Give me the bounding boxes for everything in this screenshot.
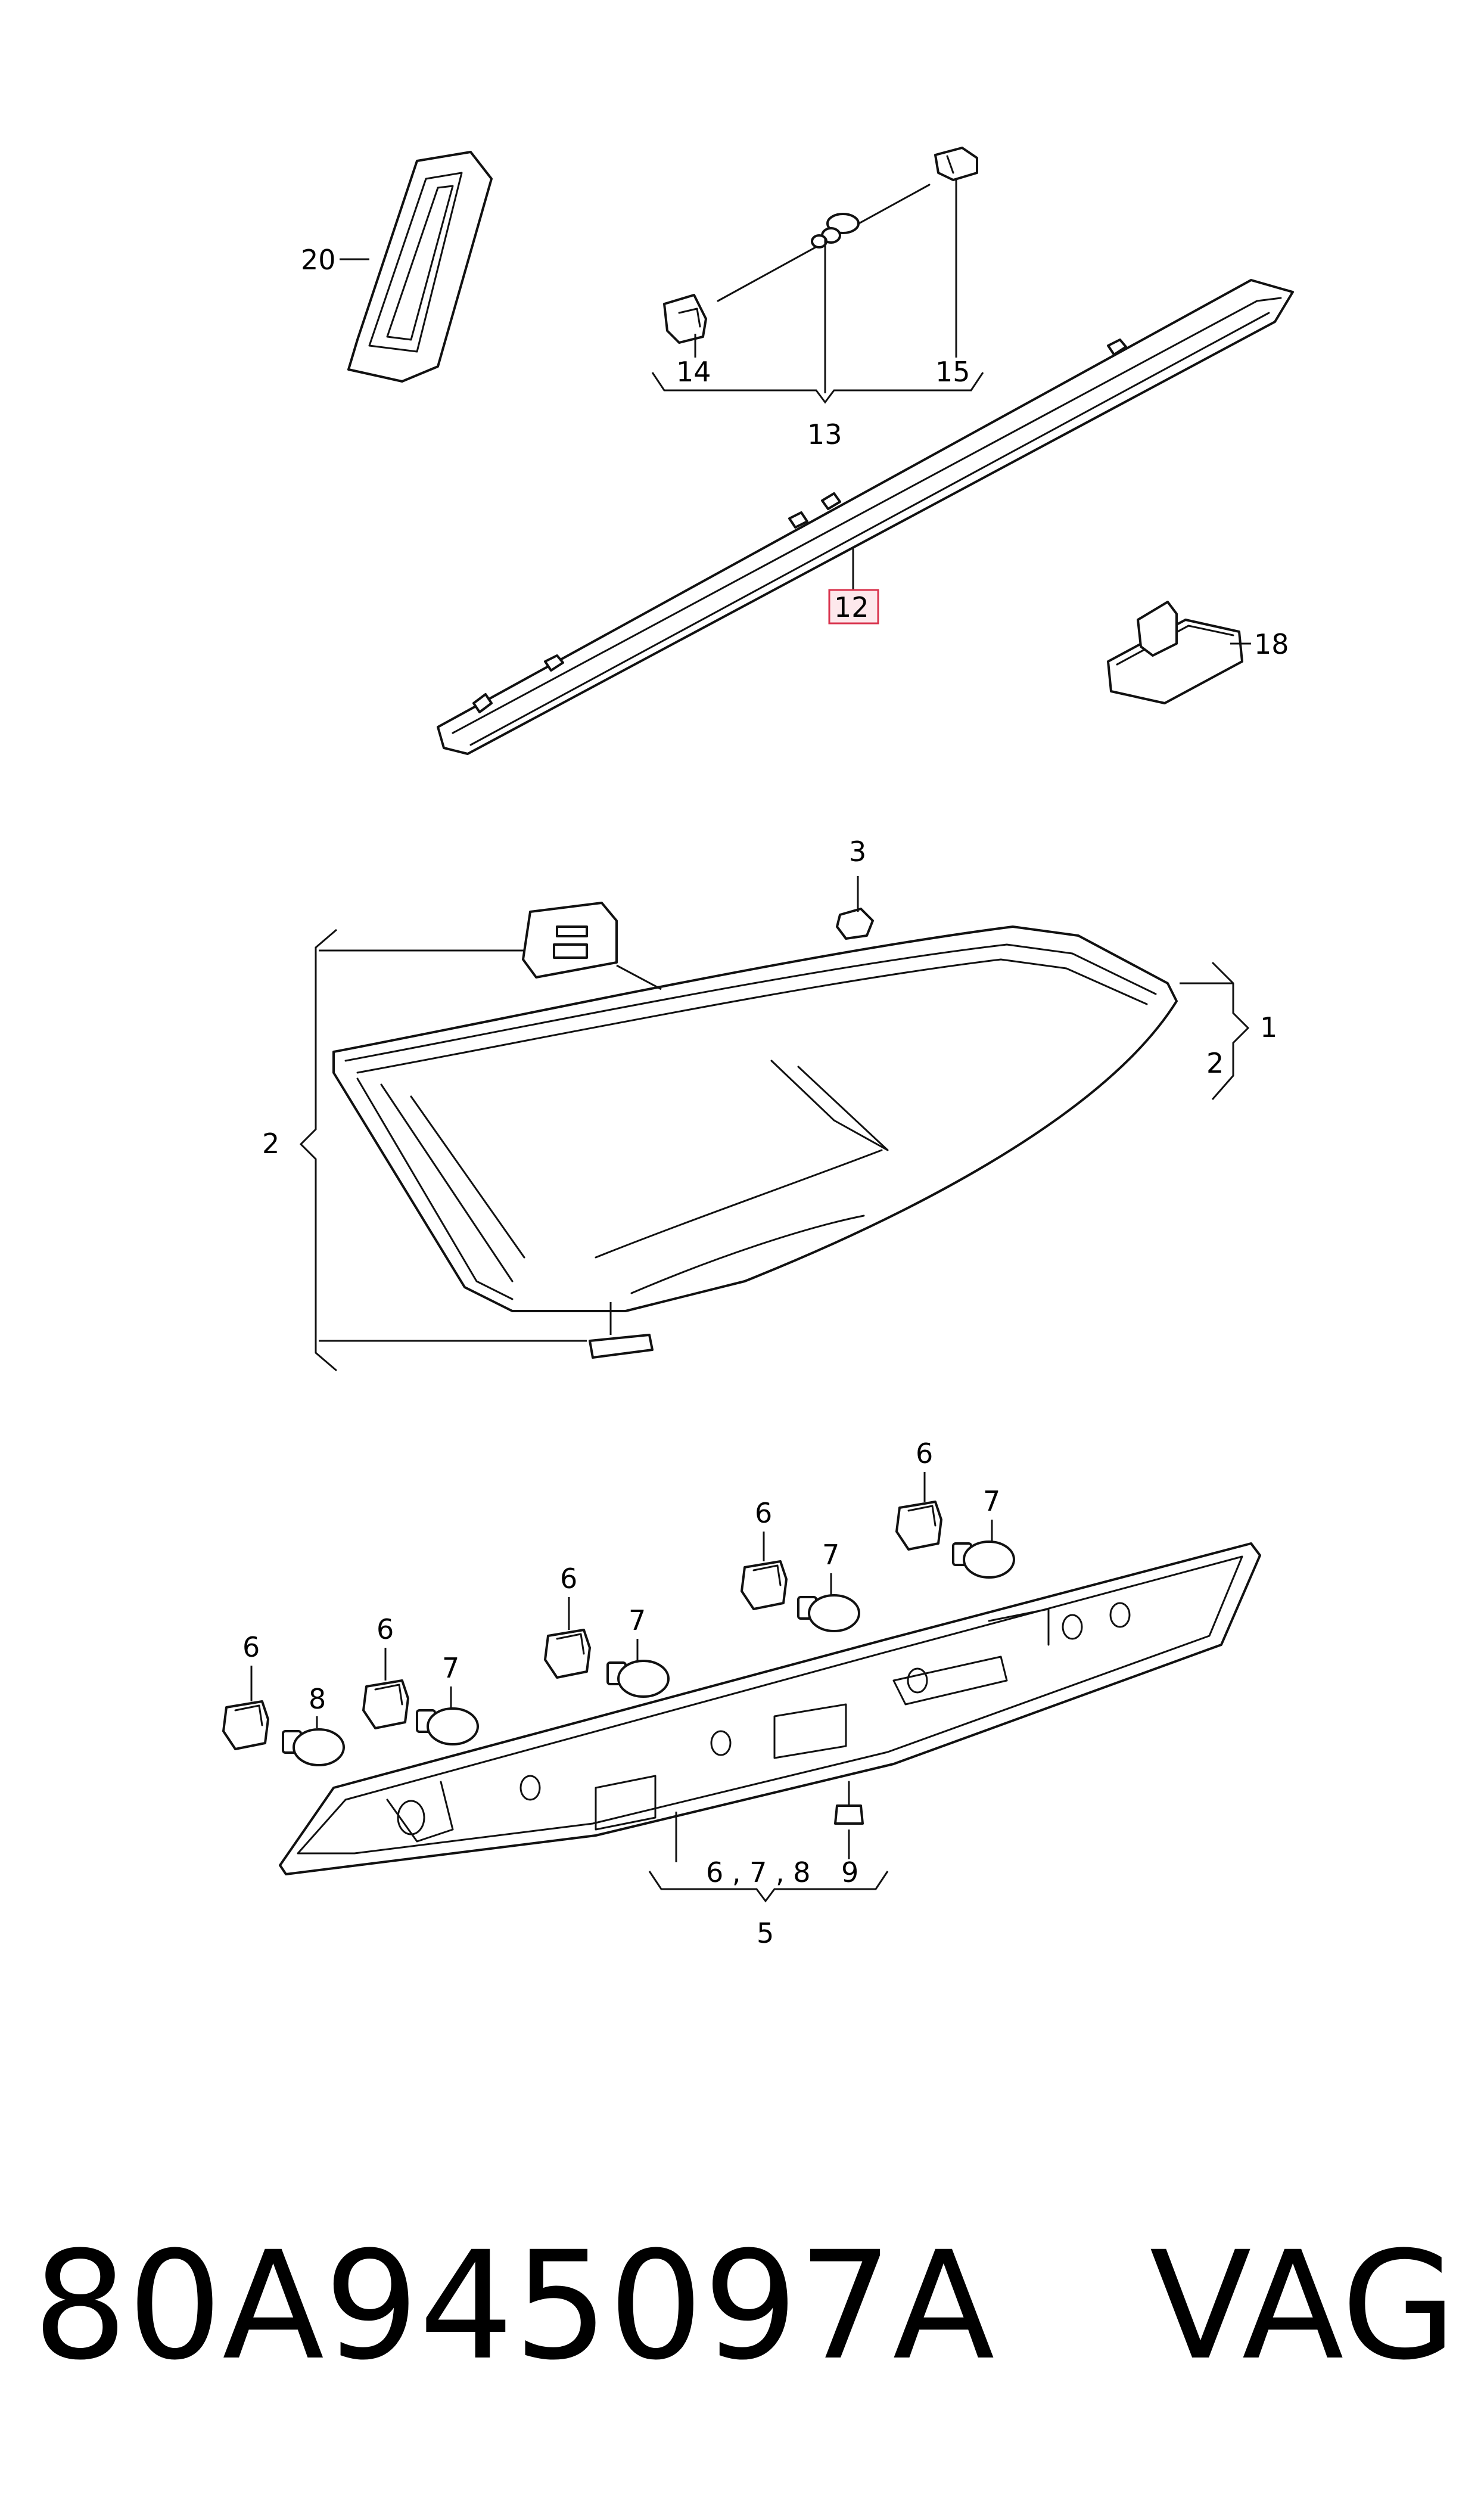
callout-7-a: 7 [442,1652,459,1684]
callout-12: 12 [834,591,869,623]
part-number: 80A945097A [33,2219,995,2393]
bulb-socket-6-c [544,1629,591,1679]
callout-20: 20 [301,244,336,276]
callout-6-a: 6 [242,1631,260,1663]
bracket-5 [648,1871,889,1903]
bulb-7-d [952,1540,1015,1579]
callout-1: 1 [1260,1011,1277,1043]
callout-14: 14 [676,356,711,388]
callout-2-right: 2 [1206,1047,1224,1079]
part-15-connector [934,147,978,181]
callout-2-left: 2 [262,1128,279,1160]
bulb-socket-6-d [741,1560,788,1610]
bulb-socket-6-e [895,1501,942,1551]
highlight-12 [828,589,879,625]
part-14-connector [663,294,707,344]
bracket-2-left [299,928,337,1372]
callout-7-d: 7 [983,1485,1000,1517]
callout-8: 8 [309,1683,326,1715]
callout-5: 5 [757,1917,774,1949]
callout-6-c: 6 [560,1563,577,1595]
callout-3: 3 [849,835,866,868]
bulb-7-c [797,1594,860,1632]
part-3-nut [836,908,874,940]
callout-6-e: 6 [916,1437,933,1470]
bulb-socket-6-a [222,1700,269,1750]
callout-15: 15 [935,356,970,388]
part-18-plate-lamp [1107,601,1243,704]
callout-7-c: 7 [822,1539,839,1571]
part-12-light-strip [437,279,1294,755]
bulb-7-a [416,1707,479,1745]
callout-7-b: 7 [629,1604,646,1636]
callout-6-b: 6 [377,1613,394,1645]
callout-18: 18 [1254,628,1289,660]
bulb-socket-6-b [362,1679,409,1729]
part-2-gasket [522,902,654,1359]
brand-name: VAG [1149,2219,1457,2393]
footer-caption: 80A945097A VAG [33,2217,1457,2396]
callout-6-7-8: 6 , 7 , 8 [706,1856,811,1889]
callout-9: 9 [841,1856,858,1889]
leader-2-gasket [616,964,662,990]
bracket-1 [1211,961,1250,1100]
bracket-13 [651,372,984,404]
part-5-bulb-carrier [279,1542,1261,1875]
screw-9 [834,1781,864,1825]
bulb-8 [282,1728,345,1766]
part-13-wire-harness [717,184,931,302]
bulb-7-b [606,1660,670,1698]
callout-6-d: 6 [755,1497,772,1529]
part-1-tail-light [332,925,1178,1312]
callout-13: 13 [807,418,842,451]
part-20-reflector [347,151,493,383]
